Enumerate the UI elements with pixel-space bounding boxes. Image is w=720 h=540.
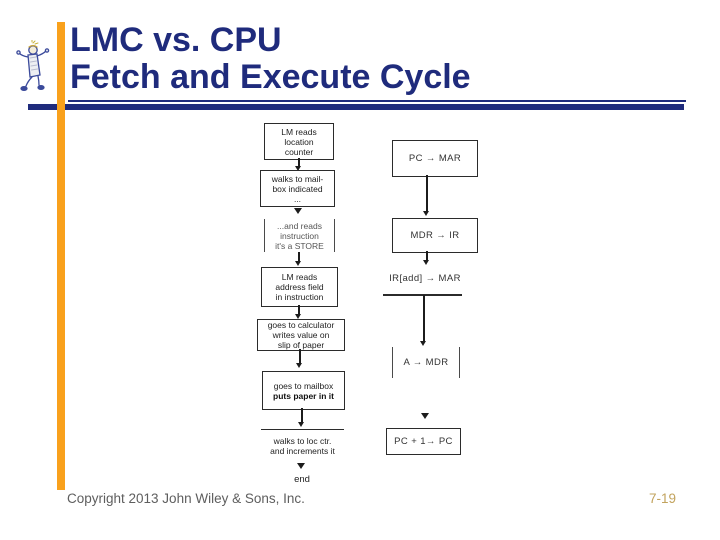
arrow-down-icon bbox=[296, 363, 302, 368]
flow-box-pc-to-mar: PC → MAR bbox=[392, 140, 478, 177]
flow-box-pc-plus-1: PC + 1→ PC bbox=[386, 428, 461, 455]
title-underline-thick bbox=[28, 104, 684, 110]
connector-line bbox=[298, 158, 300, 167]
connector-line bbox=[426, 251, 428, 261]
flow-box-line: instruction bbox=[280, 230, 319, 241]
little-man-walking-icon bbox=[16, 40, 50, 91]
connector-line bbox=[301, 408, 303, 423]
arrow-down-icon bbox=[295, 261, 301, 266]
connector-line bbox=[298, 252, 300, 262]
flow-box-line: box indicated bbox=[272, 183, 323, 194]
arrow-down-icon bbox=[421, 413, 429, 419]
flow-box-a-to-mdr: A → MDR bbox=[392, 347, 460, 378]
flow-box-line: slip of paper bbox=[277, 340, 325, 350]
flow-box-reads-instruction: ...and reads instruction it's a STORE bbox=[264, 219, 335, 252]
flow-box-line: walks to loc ctr. bbox=[273, 435, 332, 446]
flow-box-walks-to-mailbox: walks to mail- box indicated ... bbox=[260, 170, 335, 207]
flow-box-reads-address-field: LM reads address field in instruction bbox=[261, 267, 338, 307]
connector-line bbox=[299, 349, 301, 364]
flow-box-line: address field bbox=[275, 282, 324, 292]
connector-line bbox=[298, 305, 300, 315]
flow-box-line: MDR → IR bbox=[410, 229, 460, 241]
flow-box-line: in instruction bbox=[275, 292, 324, 302]
flow-box-line: PC → MAR bbox=[408, 152, 462, 164]
flow-box-line: puts paper in it bbox=[273, 390, 334, 401]
arrow-down-icon bbox=[294, 208, 302, 214]
title-line-1: LMC vs. CPU bbox=[70, 21, 282, 59]
arrow-down-icon bbox=[423, 211, 429, 216]
arrow-down-icon bbox=[423, 260, 429, 265]
flow-box-line: A → MDR bbox=[403, 356, 449, 368]
flow-box-line: PC + 1→ PC bbox=[394, 435, 453, 447]
flow-box-line: location bbox=[284, 136, 314, 147]
arrow-down-icon bbox=[298, 422, 304, 427]
page-number: 7-19 bbox=[648, 491, 676, 506]
flow-box-mdr-to-ir: MDR → IR bbox=[392, 218, 478, 253]
flow-box-line: walks to mail- bbox=[271, 173, 324, 184]
flow-box-goes-to-mailbox: goes to mailbox puts paper in it bbox=[262, 371, 345, 410]
flow-box-line: ... bbox=[293, 193, 302, 204]
arrow-down-icon bbox=[295, 166, 301, 171]
arrow-down-icon bbox=[297, 463, 305, 469]
connector-line bbox=[423, 295, 425, 342]
title-underline-thin bbox=[68, 100, 686, 102]
title-line-2: Fetch and Execute Cycle bbox=[70, 58, 471, 96]
flow-box-line: counter bbox=[284, 146, 314, 157]
flow-label-iradd-to-mar: IR[add] → MAR bbox=[389, 273, 461, 284]
flow-box-line: ...and reads bbox=[277, 220, 322, 231]
flow-box-lm-reads-counter: LM reads location counter bbox=[264, 123, 334, 160]
flow-box-line: goes to mailbox bbox=[273, 380, 334, 391]
arrow-down-icon bbox=[420, 341, 426, 346]
flow-box-walks-to-loc-ctr: walks to loc ctr. and increments it bbox=[261, 429, 344, 461]
flow-box-line: goes to calculator bbox=[267, 320, 335, 330]
accent-bar bbox=[57, 22, 65, 490]
flow-box-line: LM reads bbox=[281, 272, 318, 282]
flow-box-line: writes value on bbox=[272, 330, 330, 340]
flow-box-goes-to-calculator: goes to calculator writes value on slip … bbox=[257, 319, 345, 351]
flow-box-line: LM reads bbox=[281, 126, 317, 137]
flow-end-label: end bbox=[294, 474, 310, 485]
copyright-text: Copyright 2013 John Wiley & Sons, Inc. bbox=[67, 491, 305, 506]
flow-box-line: it's a STORE bbox=[275, 240, 324, 251]
flow-label-underline bbox=[383, 294, 462, 296]
connector-line bbox=[426, 175, 428, 212]
arrow-down-icon bbox=[295, 314, 301, 319]
page-title: LMC vs. CPU Fetch and Execute Cycle bbox=[70, 22, 471, 96]
flow-box-line: and increments it bbox=[270, 445, 335, 456]
